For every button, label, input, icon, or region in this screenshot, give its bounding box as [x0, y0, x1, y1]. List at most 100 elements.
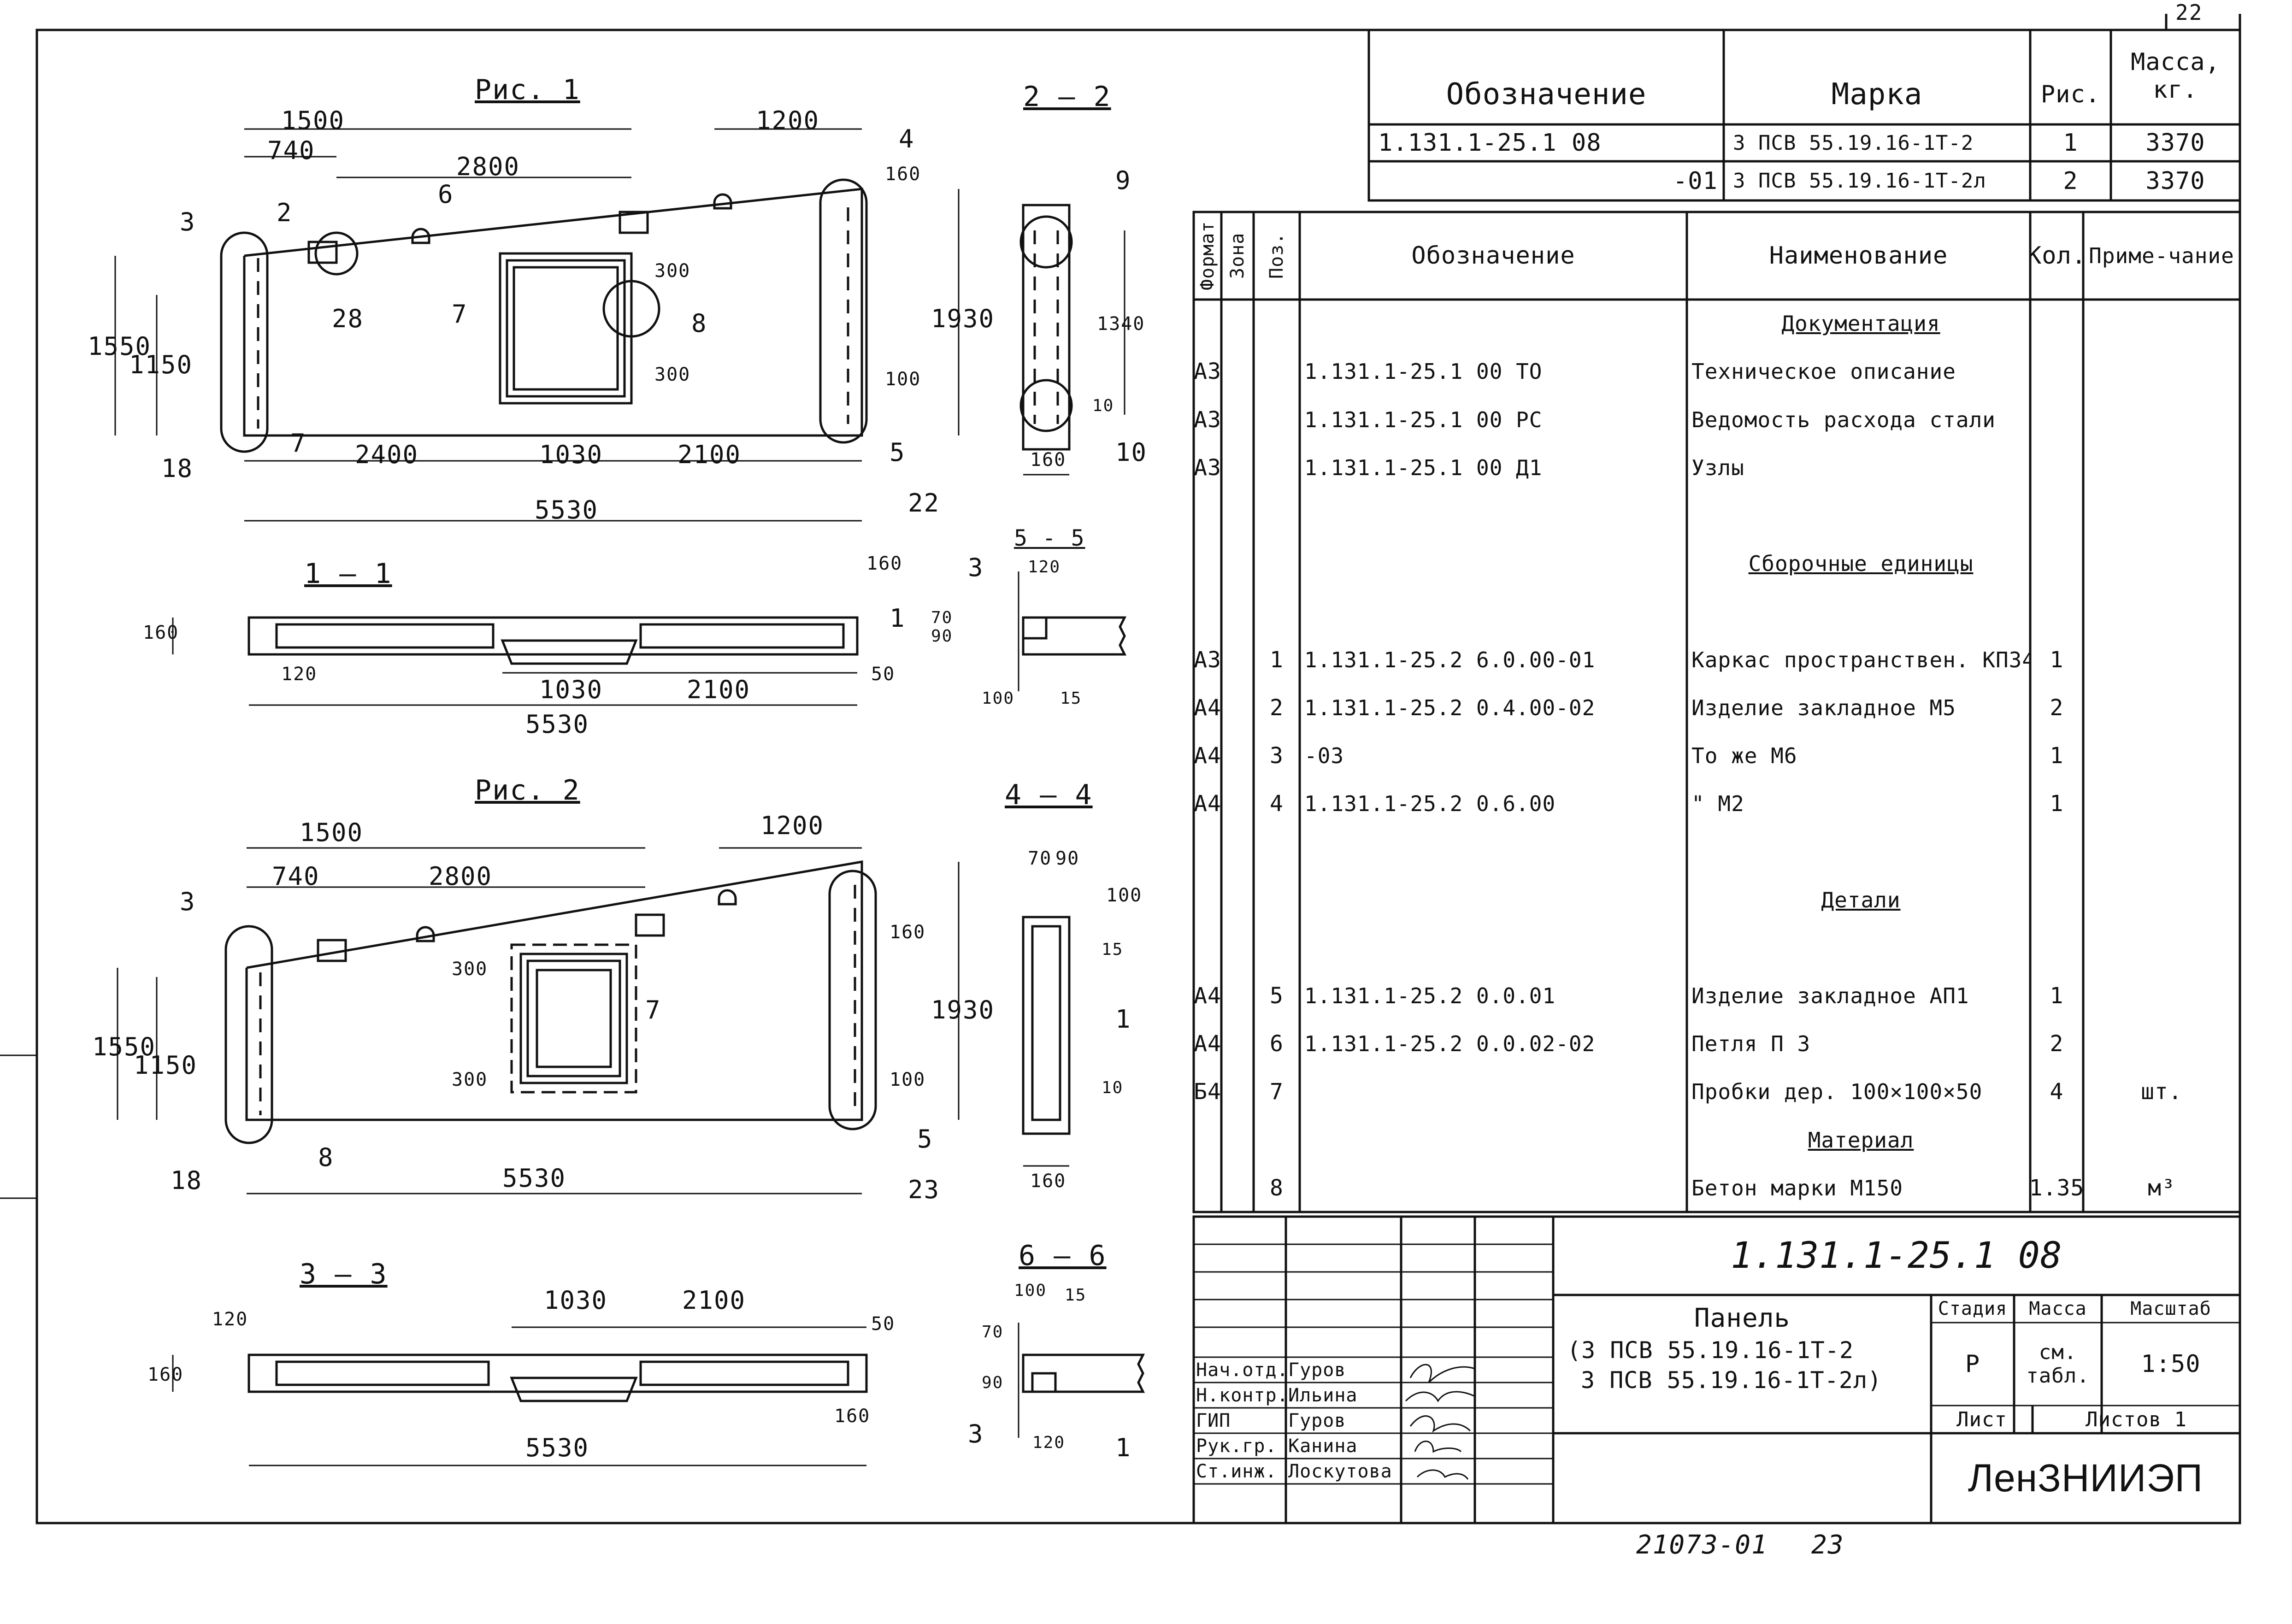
- callout: 3: [968, 1419, 984, 1448]
- section-2-2-title: 2 — 2: [1023, 81, 1111, 113]
- spec-cell-zone: [1221, 828, 1254, 876]
- section-6-6: [1018, 1323, 1145, 1438]
- spec-cell-pos: [1254, 347, 1300, 395]
- section-1-1-title: 1 — 1: [304, 558, 392, 590]
- signature-name: Лоскутова: [1288, 1460, 1392, 1482]
- spec-cell-note: [2083, 300, 2240, 347]
- spec-cell-name: Пробки дер. 100×100×50: [1691, 1079, 1983, 1105]
- spec-cell-format: А3: [1194, 647, 1221, 673]
- callout: 1: [1115, 1433, 1131, 1462]
- spec-cell-note: [2083, 1116, 2240, 1164]
- sheet-label: Лист: [1956, 1407, 2007, 1431]
- top-row-mark: 3 ПСВ 55.19.16-1Т-2л: [1733, 169, 1986, 193]
- spec-cell-name: Изделие закладное М5: [1691, 695, 1956, 720]
- section-6-6-title: 6 — 6: [1019, 1240, 1107, 1272]
- top-header-mass: Масса, кг.: [2131, 48, 2220, 104]
- spec-cell-qty: [2030, 444, 2083, 492]
- doc-title-line3: 3 ПСВ 55.19.16-1Т-2л): [1581, 1367, 1882, 1394]
- callout: 10: [1115, 438, 1148, 467]
- callout: 8: [691, 309, 707, 338]
- spec-cell-format: А3: [1194, 454, 1221, 481]
- dim: 2800: [429, 862, 493, 891]
- dim: 2100: [687, 675, 751, 704]
- spec-cell-name: Изделие закладное АП1: [1691, 983, 1969, 1009]
- spec-cell-qty: [2030, 876, 2083, 924]
- spec-cell-qty: [2030, 395, 2083, 443]
- spec-cell-qty: [2030, 347, 2083, 395]
- dim: 160: [1030, 449, 1066, 471]
- top-row-fig: 2: [2063, 167, 2078, 195]
- spec-cell-qty: [2030, 588, 2083, 635]
- spec-cell-name: Петля П 3: [1691, 1031, 1811, 1057]
- dim: 160: [866, 553, 903, 574]
- callout: 18: [161, 454, 194, 483]
- spec-cell-designation: 1.131.1-25.1 00 Д1: [1304, 455, 1543, 480]
- spec-cell-pos: 2: [1270, 694, 1284, 721]
- spec-cell-zone: [1221, 732, 1254, 780]
- spec-cell-qty: 4: [2050, 1079, 2064, 1105]
- doc-code: 1.131.1-25.1 08: [1731, 1235, 2062, 1277]
- dim: 100: [885, 369, 921, 390]
- section-3-3-title: 3 — 3: [300, 1258, 388, 1290]
- top-row-mark: 3 ПСВ 55.19.16-1Т-2: [1733, 131, 1974, 155]
- spec-header-format: Формат: [1197, 221, 1218, 291]
- dim: 160: [834, 1406, 871, 1427]
- signature-name: Гуров: [1288, 1359, 1346, 1381]
- spec-cell-format: А3: [1194, 359, 1221, 385]
- callout: 22: [908, 488, 940, 518]
- spec-cell-zone: [1221, 492, 1254, 540]
- spec-cell-pos: 8: [1270, 1175, 1284, 1201]
- spec-cell-qty: 1: [2050, 647, 2064, 673]
- spec-cell-note: [2083, 492, 2240, 540]
- dim: 100: [1014, 1281, 1047, 1300]
- sheet-number: 22: [2175, 0, 2203, 25]
- spec-cell-name: Узлы: [1691, 455, 1744, 480]
- dim: 300: [654, 260, 691, 282]
- dim: 1340: [1097, 313, 1145, 335]
- spec-cell-name: Материал: [1808, 1127, 1914, 1153]
- spec-cell-pos: 4: [1270, 791, 1284, 817]
- spec-cell-note: [2083, 972, 2240, 1020]
- spec-cell-designation: [1304, 300, 1687, 347]
- dim: 2100: [678, 440, 742, 469]
- callout: 6: [438, 180, 454, 209]
- dim: 5530: [535, 495, 599, 524]
- spec-cell-zone: [1221, 1116, 1254, 1164]
- spec-cell-zone: [1221, 300, 1254, 347]
- dim: 70: [931, 608, 953, 627]
- page-number: 23: [1811, 1530, 1844, 1560]
- signature-role: Ст.инж.: [1196, 1460, 1277, 1482]
- fig1-title: Рис. 1: [475, 74, 580, 106]
- doc-title-line2: (3 ПСВ 55.19.16-1Т-2: [1567, 1337, 1854, 1364]
- dim: 1930: [931, 304, 995, 333]
- spec-header-designation: Обозначение: [1411, 242, 1575, 270]
- spec-cell-note: [2083, 395, 2240, 443]
- dim: 1550: [88, 332, 152, 361]
- spec-cell-name: Техническое описание: [1691, 359, 1956, 384]
- top-row-mass: 3370: [2145, 167, 2205, 195]
- dim: 2400: [355, 440, 419, 469]
- spec-cell-qty: [2030, 492, 2083, 540]
- callout: 3: [180, 207, 196, 236]
- spec-cell-qty: 1: [2050, 983, 2064, 1009]
- dim: 10: [1102, 1078, 1124, 1097]
- spec-cell-qty: 1.35: [2030, 1175, 2083, 1201]
- dim: 300: [654, 364, 691, 385]
- spec-cell-designation: 1.131.1-25.1 00 ТО: [1304, 359, 1543, 384]
- scale-value: 1:50: [2141, 1350, 2201, 1378]
- spec-cell-name: [1691, 828, 2030, 876]
- spec-cell-format: [1194, 1164, 1221, 1212]
- spec-cell-qty: [2030, 1116, 2083, 1164]
- spec-cell-designation: 1.131.1-25.2 0.4.00-02: [1304, 695, 1596, 720]
- spec-cell-note: [2083, 444, 2240, 492]
- spec-cell-format: [1194, 300, 1221, 347]
- dim: 1200: [760, 811, 825, 840]
- spec-cell-designation: 1.131.1-25.2 6.0.00-01: [1304, 647, 1596, 672]
- spec-cell-designation: [1304, 1068, 1687, 1116]
- spec-cell-format: А4: [1194, 694, 1221, 721]
- spec-cell-qty: 2: [2050, 694, 2064, 721]
- dim: 15: [1065, 1286, 1087, 1305]
- spec-cell-qty: [2030, 540, 2083, 588]
- callout: 4: [899, 124, 915, 153]
